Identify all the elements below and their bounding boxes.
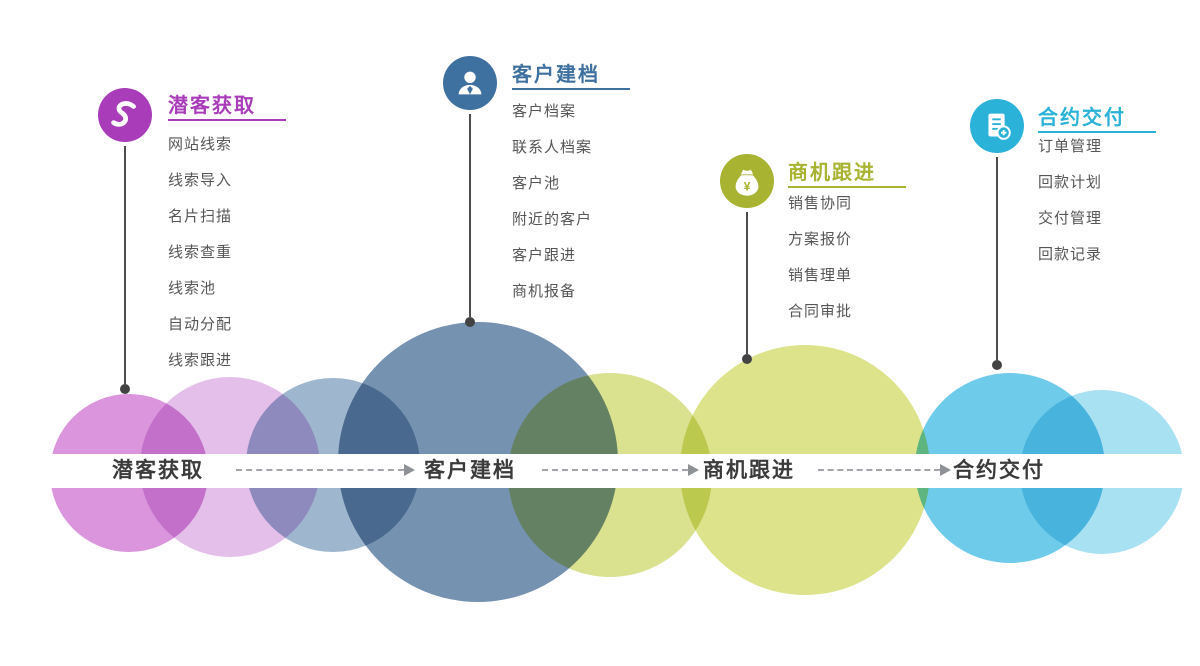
flow-step-opportunity-followup: 商机跟进 [703,459,795,482]
flow-arrow-1 [236,464,415,476]
flow-arrow-2 [542,464,699,476]
flow-step-contract-delivery: 合约交付 [953,459,1045,482]
flow-arrow-3 [818,464,951,476]
flow-band: 潜客获取 客户建档 商机跟进 合约交付 [0,454,1200,488]
flow-step-lead-acquisition: 潜客获取 [112,459,204,482]
flow-step-customer-filing: 客户建档 [424,459,516,482]
